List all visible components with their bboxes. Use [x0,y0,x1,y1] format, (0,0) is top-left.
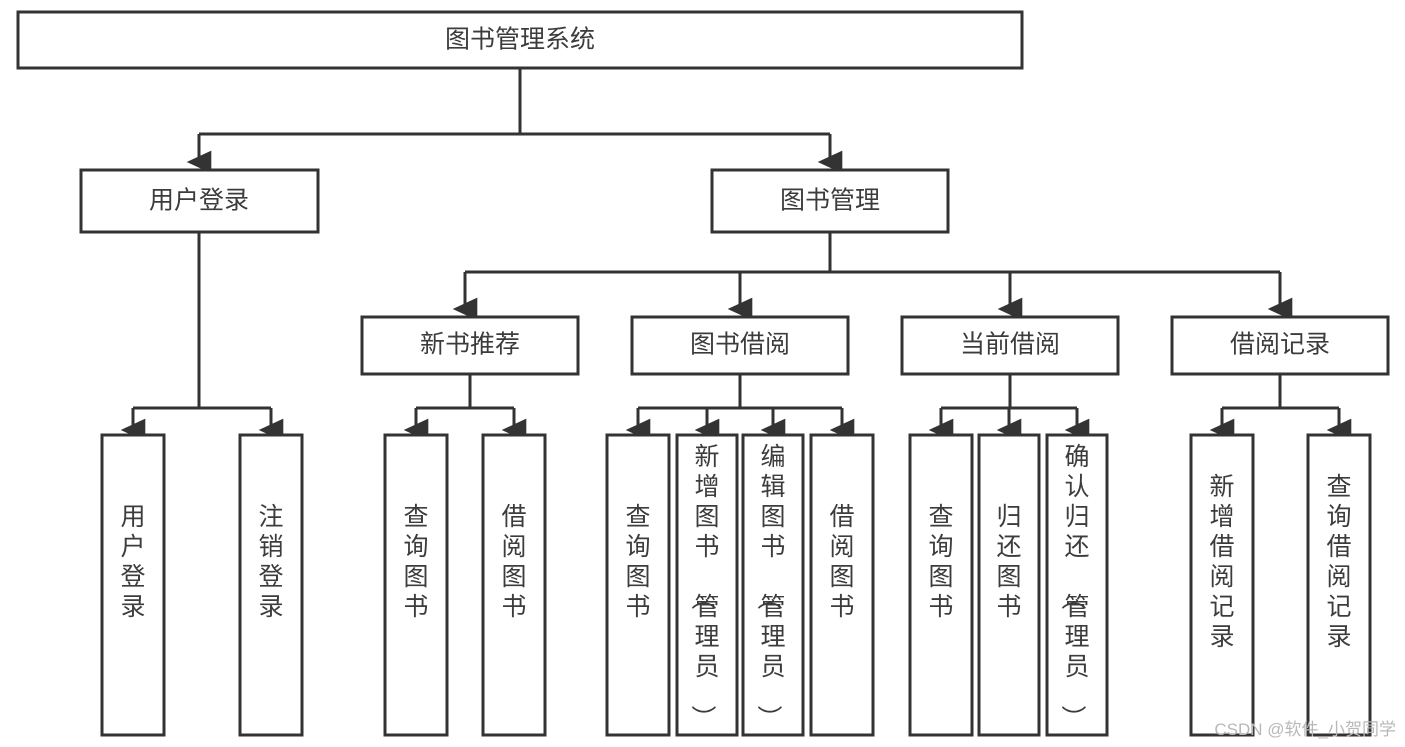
leaf-1-label: 用户登录 [120,503,145,621]
leaf-13-label: 查询借阅记录 [1326,473,1351,651]
leaf-node-add-book-admin[interactable]: 新增图书（管理员） [675,433,739,737]
leaf-5-box [605,433,671,737]
root-label: 图书管理系统 [445,26,595,54]
leaf-node-query-borrow-record[interactable]: 查询借阅记录 [1306,433,1372,737]
leaf-6-label: 新增图书（管理员） [688,443,719,730]
book-borrow-label: 图书借阅 [690,331,790,359]
leaf-2-label: 注销登录 [258,503,283,621]
leaf-7-label: 编辑图书（管理员） [754,443,785,730]
leaf-11-box [1045,433,1109,737]
leaf-node-borrow-book-2[interactable]: 借阅图书 [809,433,875,737]
leaf-5-label: 查询图书 [625,503,650,621]
leaf-node-query-book-3[interactable]: 查询图书 [908,433,974,737]
leaf-node-return-book[interactable]: 归还图书 [977,433,1041,737]
leaf-node-add-borrow-record[interactable]: 新增借阅记录 [1189,433,1255,737]
csdn-watermark: CSDN @软件_小贺同学 [1214,720,1396,739]
leaf-2-box [238,433,304,737]
current-borrow-label: 当前借阅 [960,331,1060,359]
leaf-9-label: 查询图书 [928,503,953,621]
leaf-8-box [809,433,875,737]
leaf-4-label: 借阅图书 [501,503,526,621]
user-login-box [79,168,320,234]
connector-layer [120,68,1352,442]
leaf-8-label: 借阅图书 [829,503,854,621]
book-borrow-box [630,315,850,376]
node-book-management[interactable]: 图书管理 [710,168,950,234]
node-new-book-recommend[interactable]: 新书推荐 [360,315,580,376]
leaf-11-label: 确认归还（管理员） [1058,443,1089,730]
leaf-1-box [100,433,166,737]
leaf-4-box [481,433,547,737]
user-login-label: 用户登录 [149,187,249,215]
leaf-node-borrow-book-1[interactable]: 借阅图书 [481,433,547,737]
leaf-3-box [383,433,449,737]
leaf-node-logout-login[interactable]: 注销登录 [238,433,304,737]
leaf-12-label: 新增借阅记录 [1209,473,1234,651]
new-book-recommend-label: 新书推荐 [420,331,520,359]
leaf-node-confirm-return-admin[interactable]: 确认归还（管理员） [1045,433,1109,737]
node-borrow-record[interactable]: 借阅记录 [1170,315,1390,376]
leaf-9-box [908,433,974,737]
leaf-10-label: 归还图书 [996,503,1021,621]
leaf-node-user-login[interactable]: 用户登录 [100,433,166,737]
current-borrow-box [900,315,1120,376]
leaf-3-label: 查询图书 [403,503,428,621]
book-management-label: 图书管理 [780,187,880,215]
leaf-node-edit-book-admin[interactable]: 编辑图书（管理员） [741,433,805,737]
book-management-box [710,168,950,234]
leaf-node-query-book-2[interactable]: 查询图书 [605,433,671,737]
root-box [16,10,1024,70]
node-book-borrow[interactable]: 图书借阅 [630,315,850,376]
leaf-6-box [675,433,739,737]
node-user-login[interactable]: 用户登录 [79,168,320,234]
leaf-12-box [1189,433,1255,737]
node-root-book-management-system[interactable]: 图书管理系统 [16,10,1024,70]
borrow-record-box [1170,315,1390,376]
new-book-recommend-box [360,315,580,376]
leaf-13-box [1306,433,1372,737]
leaf-7-box [741,433,805,737]
leaf-node-query-book-1[interactable]: 查询图书 [383,433,449,737]
leaf-10-box [977,433,1041,737]
node-current-borrow[interactable]: 当前借阅 [900,315,1120,376]
borrow-record-label: 借阅记录 [1230,331,1330,359]
